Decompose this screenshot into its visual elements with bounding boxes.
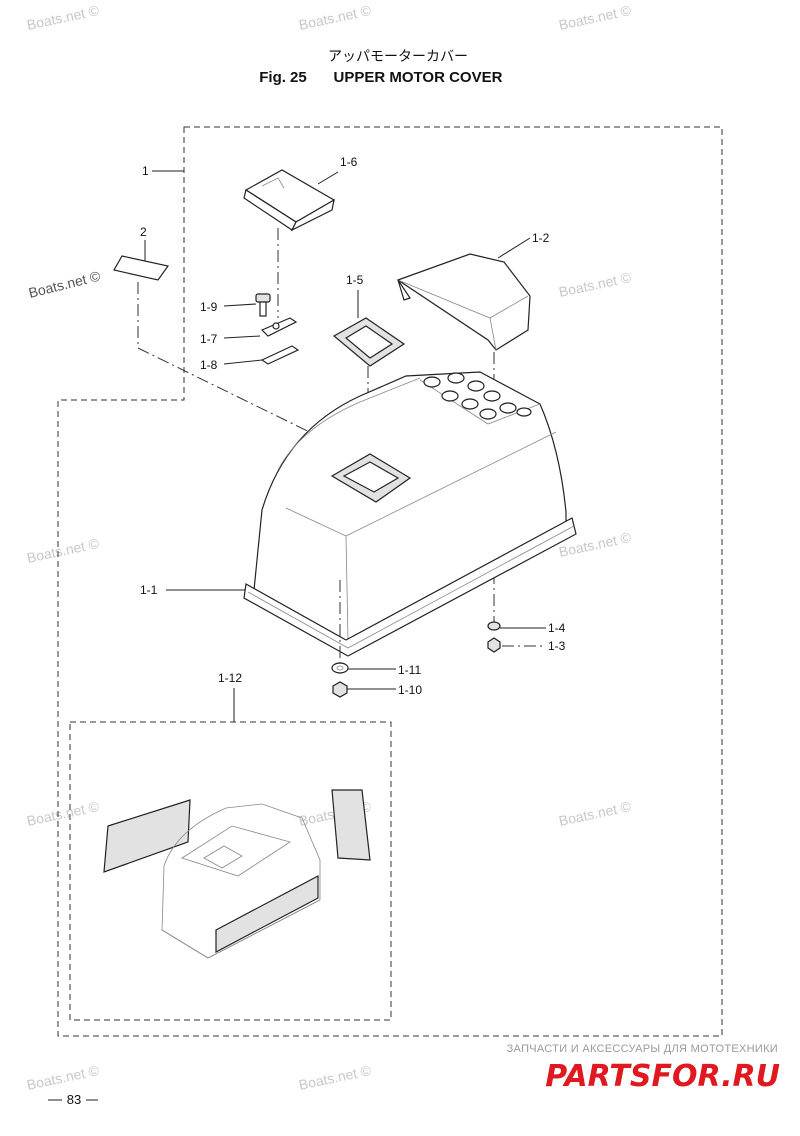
- callout-2: 2: [140, 225, 147, 239]
- watermark: Boats.net ©: [25, 798, 101, 829]
- leader-1-2: [497, 237, 531, 259]
- leader-1-9: [223, 303, 257, 307]
- callout-1-7: 1-7: [200, 332, 218, 346]
- callout-1-4: 1-4: [548, 621, 566, 635]
- banner-subtitle: ЗАПЧАСТИ И АКСЕССУАРЫ ДЛЯ МОТОТЕХНИКИ: [507, 1043, 778, 1055]
- part-1-5-gasket: [332, 317, 406, 367]
- watermark: Boats.net ©: [25, 1062, 101, 1093]
- callout-1-11: 1-11: [398, 663, 421, 677]
- page-number: 83: [67, 1092, 81, 1107]
- callout-1-3: 1-3: [548, 639, 566, 653]
- assembly-boundary-1-12: [69, 721, 392, 1021]
- leader-1-6: [317, 171, 339, 185]
- watermark: Boats.net ©: [25, 2, 101, 33]
- leader-1-7: [223, 335, 261, 339]
- part-1-3-nut: [487, 637, 501, 653]
- part-1-11-washer: [331, 662, 349, 674]
- part-1-10-nut: [332, 681, 348, 698]
- watermark: Boats.net ©: [297, 1062, 373, 1093]
- callout-1-12: 1-12: [218, 671, 242, 685]
- title-japanese: アッパモーターカバー: [328, 49, 468, 65]
- part-1-6-hood-plate: [243, 169, 336, 232]
- banner-brand: PARTSFOR.RU: [545, 1059, 780, 1094]
- callout-1-5: 1-5: [346, 273, 364, 287]
- callout-1-6: 1-6: [340, 155, 358, 169]
- assembly-boundary-1: [57, 126, 723, 1037]
- watermark: Boats.net ©: [27, 267, 103, 300]
- callout-1: 1: [142, 164, 149, 178]
- callout-1-10: 1-10: [398, 683, 422, 697]
- part-1-2-rear-cover: [396, 253, 531, 351]
- part-1-1-upper-cover: [243, 371, 577, 657]
- part-1-4-washer: [487, 621, 501, 631]
- callout-1-2: 1-2: [532, 231, 550, 245]
- watermark: Boats.net ©: [557, 798, 633, 829]
- callout-1-1: 1-1: [140, 583, 158, 597]
- part-1-12-decal-set: [103, 789, 371, 959]
- watermark: Boats.net ©: [297, 2, 373, 33]
- leader-1-8: [223, 359, 263, 365]
- watermark: Boats.net ©: [557, 2, 633, 33]
- part-1-9-screw: [255, 293, 271, 317]
- figure-number: Fig. 25: [259, 69, 307, 86]
- figure-title: UPPER MOTOR COVER: [334, 69, 503, 86]
- watermark: Boats.net ©: [557, 269, 633, 300]
- part-1-7-latch: [260, 317, 298, 337]
- part-2-sticker: [113, 255, 170, 281]
- callout-1-9: 1-9: [200, 300, 218, 314]
- part-1-8-plate: [260, 345, 300, 365]
- watermark: Boats.net ©: [25, 535, 101, 566]
- callout-1-8: 1-8: [200, 358, 218, 372]
